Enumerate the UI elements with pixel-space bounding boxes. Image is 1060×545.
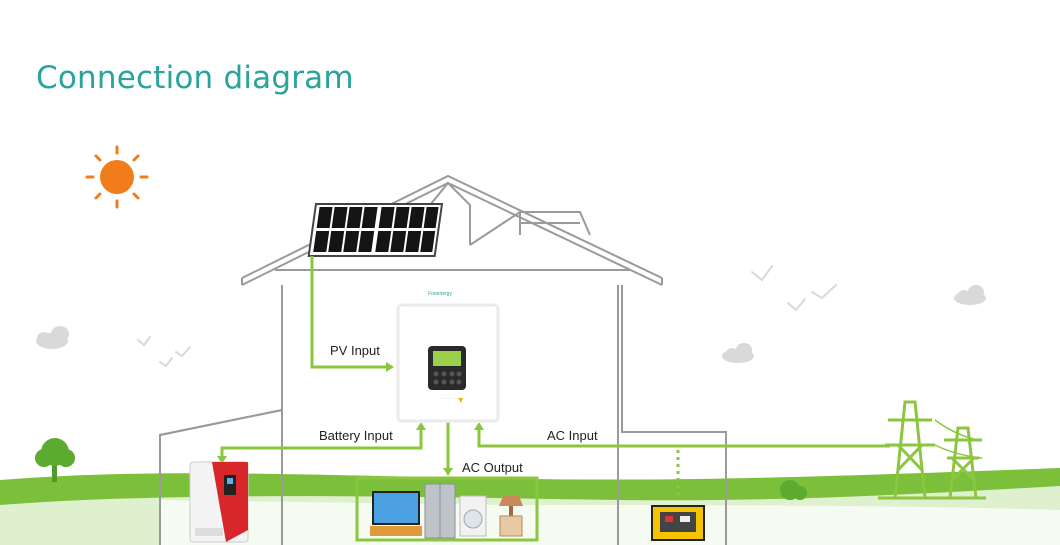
pv-input-wire [310,256,386,369]
power-tower-icon [878,400,942,500]
bird-icon [787,298,806,312]
battery-input-arrow [416,422,426,430]
inverter-icon: · · · · · · · [396,303,500,423]
house-outline [159,174,727,545]
bird-icon [811,284,837,300]
cloud-icon [954,285,986,305]
pv-input-arrow [386,362,394,372]
ac-input-wire [477,430,890,448]
battery-input-label: Battery Input [319,428,393,443]
ac-input-label: AC Input [547,428,598,443]
power-tower-icon [940,426,986,500]
cloud-icon [36,326,69,349]
power-line [934,419,979,441]
battery-input-wire [220,430,423,458]
ac-input-arrow [474,422,484,430]
bird-icon [137,336,151,347]
moon-icon [822,143,867,190]
svg-text:· · · · · · ·: · · · · · · · [440,396,456,401]
ac-output-box [355,476,539,542]
bird-icon [751,265,773,282]
sun-icon [85,145,149,209]
generator-icon [651,505,705,541]
lamp-icon [499,496,523,537]
tv-icon [370,491,422,536]
wire-connections [217,256,890,542]
inverter-brand: Fooenergy [428,291,452,297]
bird-icon [159,357,173,368]
ac-output-arrow [443,468,453,476]
tree-icon [780,480,807,500]
cloud-icon [722,343,754,363]
power-line [934,444,983,459]
tree-icon [35,438,75,482]
bird-icon [175,346,191,358]
pv-input-label: PV Input [330,343,380,358]
ac-output-label: AC Output [462,460,523,475]
page-title: Connection diagram [36,60,354,96]
washing-machine-icon [459,495,487,537]
battery-icon [189,461,249,543]
fridge-icon [424,483,456,539]
battery-arrow-down [217,456,227,464]
solar-panel-icon [307,203,444,257]
